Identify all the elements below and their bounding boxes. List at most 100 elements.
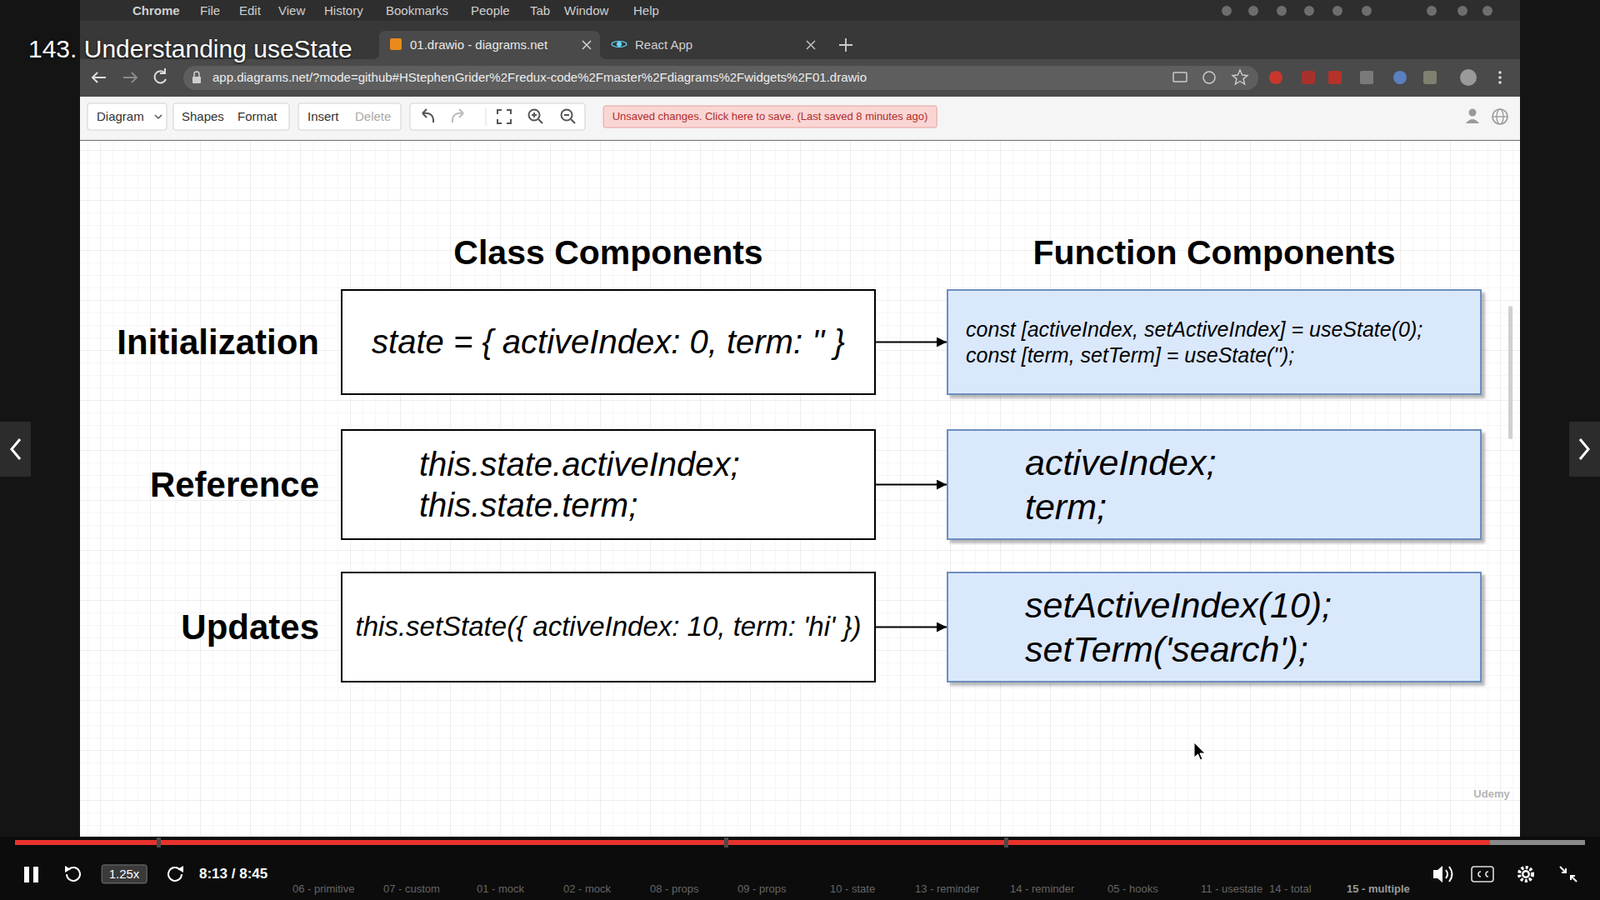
state-arrow xyxy=(875,341,947,344)
zoom-in-icon xyxy=(531,112,543,124)
captions-icon xyxy=(1471,866,1494,882)
dropdown-chevron xyxy=(155,115,162,119)
toolbar-menu: Format xyxy=(237,109,278,124)
controls-ground xyxy=(0,836,1600,900)
address-icon xyxy=(1203,71,1215,84)
row-label: Updates xyxy=(180,606,320,647)
toolbar-button xyxy=(173,103,290,130)
state-arrow xyxy=(875,626,947,629)
chapter-marker xyxy=(724,837,729,848)
toolbar-button xyxy=(410,103,585,130)
menu-item: Chrome xyxy=(132,3,180,18)
chapter-label: 15 - multiple xyxy=(1346,883,1410,896)
globe-icon xyxy=(1492,109,1508,125)
extension-icon xyxy=(1423,70,1437,85)
menu-item: View xyxy=(278,3,305,18)
hook-state-box: activeIndex; term; xyxy=(946,429,1482,540)
address-icon xyxy=(1173,72,1187,82)
chapter-label: 11 - usestate xyxy=(1200,883,1263,896)
bookmark-star xyxy=(1232,70,1248,85)
prev-chevron xyxy=(11,439,20,460)
scrollbar xyxy=(1508,305,1513,440)
settings-icon xyxy=(1524,872,1529,877)
status-icon xyxy=(1304,5,1315,16)
extension-icon xyxy=(1328,70,1342,85)
tab-close xyxy=(582,40,591,50)
new-tab xyxy=(839,38,853,52)
toolbar-button xyxy=(87,103,167,130)
chapter-label: 06 - primitive xyxy=(292,883,355,896)
chapter-label: 13 - reminder xyxy=(915,883,980,896)
chapter-label: 08 - props xyxy=(650,883,700,896)
chapter-label: 14 - reminder xyxy=(1010,883,1075,896)
toolbar-button xyxy=(298,103,401,130)
settings-icon xyxy=(1521,870,1530,879)
chapter-label: 14 - total xyxy=(1269,883,1312,896)
class-state-box: state = { activeIndex: 0, term: '' } xyxy=(340,289,876,395)
status-icon xyxy=(1248,5,1259,16)
chapter-label: 05 - hooks xyxy=(1107,883,1159,896)
user-icon xyxy=(1469,109,1477,117)
canvas-ground xyxy=(80,140,1520,837)
toolbar-separator xyxy=(485,107,487,126)
column-heading: Class Components xyxy=(453,233,763,273)
chapter-label: 02 - mock xyxy=(563,883,611,896)
lock-icon xyxy=(194,71,200,77)
pause-icon xyxy=(33,866,39,883)
code-text: this.state.activeIndex; this.state.term; xyxy=(419,444,743,526)
code-text: this.setState({ activeIndex: 10, term: '… xyxy=(355,610,862,644)
drawio-toolbar xyxy=(80,96,1520,140)
address-field xyxy=(183,65,1259,90)
chapter-label: 10 - state xyxy=(830,883,875,896)
profile-avatar xyxy=(1460,69,1477,86)
watermark: Udemy xyxy=(1473,788,1510,801)
hook-state-box: const [activeIndex, setActiveIndex] = us… xyxy=(946,289,1482,395)
undo-icon xyxy=(422,109,434,123)
save-warning: Unsaved changes. Click here to save. (La… xyxy=(603,105,938,129)
progress-track xyxy=(15,840,1585,845)
volume-icon xyxy=(1433,865,1443,883)
menu-item: Window xyxy=(564,3,609,18)
address-url: app.diagrams.net/?mode=github#HStephenGr… xyxy=(212,70,867,85)
browser-toolbar xyxy=(80,59,1520,97)
toolbar-border xyxy=(80,140,1520,141)
status-icon xyxy=(1482,5,1493,16)
extension-icon xyxy=(1393,70,1407,85)
menu-item: Help xyxy=(633,3,660,18)
next-button xyxy=(1569,421,1600,477)
prev-button xyxy=(0,421,31,477)
redo-icon xyxy=(452,109,464,123)
tab-close xyxy=(806,40,815,50)
replay-icon xyxy=(65,865,71,873)
chapter-marker xyxy=(1004,837,1009,848)
menu-item: People xyxy=(470,3,510,18)
pause-icon xyxy=(24,866,30,883)
menu-item: History xyxy=(324,3,364,18)
lock-icon xyxy=(192,76,201,84)
status-icon xyxy=(1221,5,1232,16)
canvas-grid xyxy=(80,140,1520,837)
extension-icon xyxy=(1301,70,1315,85)
back-button xyxy=(92,72,106,83)
menu-item: File xyxy=(200,3,220,18)
fit-icon xyxy=(497,110,511,124)
toolbar-menu: Insert xyxy=(307,109,340,124)
status-icon xyxy=(1457,5,1468,16)
time-display: 8:13 / 8:45 xyxy=(199,865,268,883)
toolbar-menu: Diagram xyxy=(96,109,145,124)
menu-item: Bookmarks xyxy=(385,3,449,18)
menu-dots xyxy=(1498,70,1502,75)
captions-icon xyxy=(1478,871,1489,877)
code-text: activeIndex; term; xyxy=(1025,440,1220,529)
menu-item: Edit xyxy=(239,3,261,18)
code-text: const [activeIndex, setActiveIndex] = us… xyxy=(965,316,1426,368)
extension-icon xyxy=(1360,70,1374,85)
chapter-label: 07 - custom xyxy=(383,883,440,896)
state-arrow xyxy=(875,484,947,486)
chapter-label: 01 - mock xyxy=(476,883,525,896)
exit-fullscreen-icon xyxy=(1560,866,1577,882)
active-tab xyxy=(372,30,607,60)
zoom-out-icon xyxy=(564,115,575,124)
